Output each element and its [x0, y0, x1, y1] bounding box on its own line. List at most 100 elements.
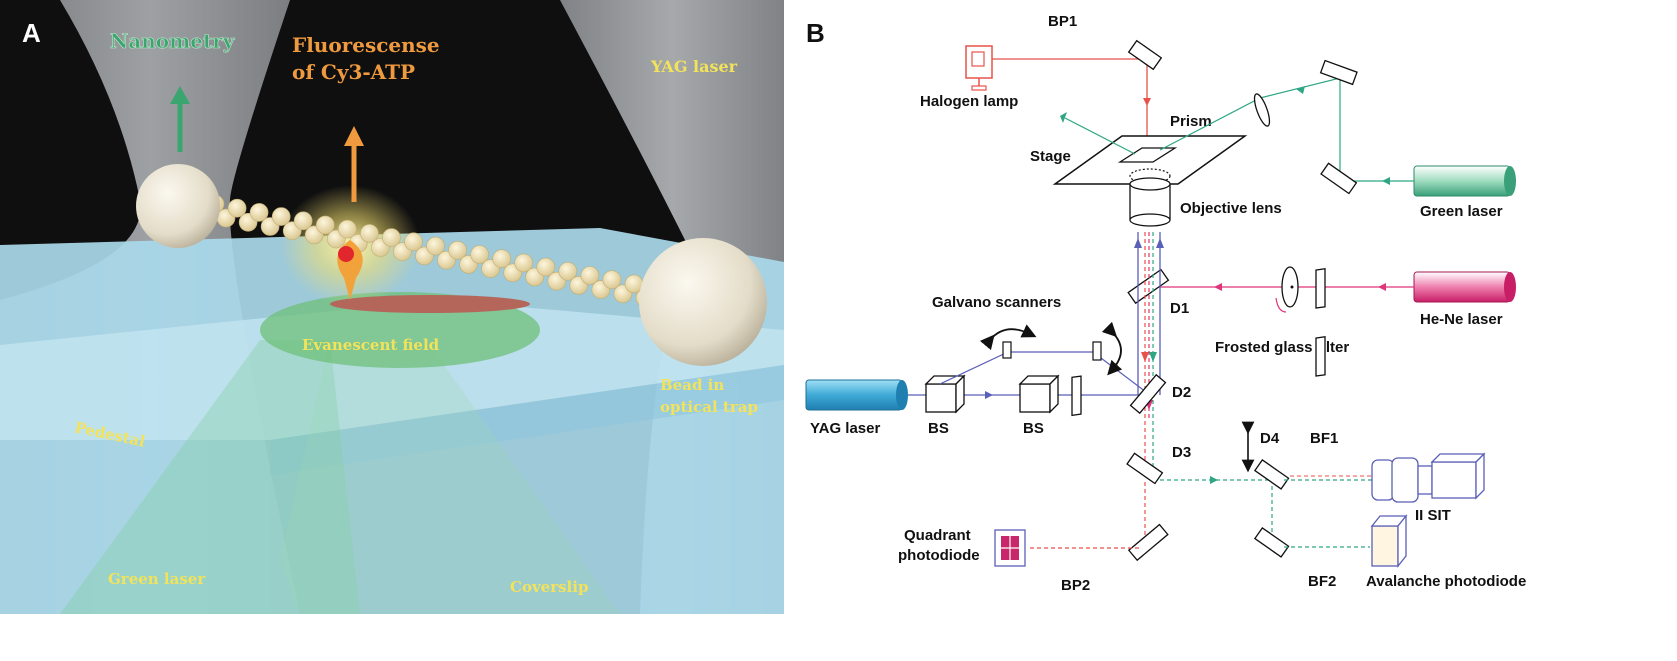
ii-sit-camera-icon [1371, 452, 1486, 503]
bs2-cube [1018, 374, 1060, 414]
right-bead [639, 238, 767, 366]
nanometry-label: Nanometry [110, 29, 236, 53]
actin-monomer [315, 215, 335, 235]
quadrant-label-2: photodiode [898, 547, 980, 564]
bead-label-1: Bead in [660, 376, 724, 394]
d2-mirror [1129, 373, 1167, 415]
hene-arrow-1 [1378, 283, 1386, 291]
green-laser-end [1504, 166, 1516, 196]
green-laser-body [1413, 165, 1511, 197]
frosted-glass-filter [1281, 266, 1299, 308]
bf2-filter [1315, 336, 1326, 377]
blue-up-arrow-1 [1134, 238, 1142, 248]
fluorescence-arrowhead [344, 126, 364, 146]
bp2-filter [1071, 375, 1082, 417]
actin-monomer [470, 245, 489, 264]
galvano-scanners-label: Galvano scanners [932, 294, 1061, 311]
panel-a-letter: A [22, 18, 41, 48]
bp1-label: BP1 [1048, 13, 1077, 30]
avalanche-photodiode-icon [1370, 514, 1408, 568]
bf1-filter [1315, 268, 1326, 309]
bf2-label: BF2 [1308, 573, 1336, 590]
actin-monomer [492, 249, 512, 269]
green-mirror-bottom [1320, 162, 1358, 195]
bs1-label: BS [928, 420, 949, 437]
actin-monomer [580, 266, 600, 285]
d3-label: D3 [1172, 444, 1191, 461]
bp2-label: BP2 [1061, 577, 1090, 594]
bead-label-2: optical trap [660, 398, 758, 416]
d4-label: D4 [1260, 430, 1280, 447]
actin-monomer [448, 241, 467, 260]
objective-lens [1129, 168, 1171, 227]
fluorescence-label-2: of Cy3-ATP [292, 60, 415, 84]
cy3-dot [338, 246, 354, 262]
galvano-rotation-1 [979, 324, 1037, 351]
actin-monomer [404, 232, 423, 252]
green-down-arrow [1149, 352, 1157, 362]
halogen-arrow [1143, 98, 1151, 106]
galvano-mirror-2 [1092, 341, 1102, 361]
green-to-d4-arrow [1210, 476, 1218, 484]
red-down-arrow [1141, 352, 1149, 362]
actin-monomer [293, 211, 313, 231]
ii-sit-label: II SIT [1415, 507, 1451, 524]
yag-laser-label: YAG laser [650, 57, 738, 76]
bf1-label: BF1 [1310, 430, 1338, 447]
actin-monomer [514, 253, 534, 273]
frosted-rotation [1275, 297, 1287, 313]
lower-mirror [1253, 527, 1290, 558]
yag-laser-end [896, 380, 908, 410]
quadrant-label-1: Quadrant [904, 527, 971, 544]
actin-monomer [382, 228, 401, 247]
evanescent-field-label: Evanescent field [302, 336, 440, 354]
avalanche-photodiode-label: Avalanche photodiode [1366, 573, 1526, 590]
d1-label: D1 [1170, 300, 1189, 317]
yag-laser-body [805, 379, 903, 411]
prism [1117, 147, 1178, 163]
halogen-mirror [1127, 39, 1163, 71]
yag-arrow [985, 391, 993, 399]
actin-monomer [360, 224, 379, 243]
green-out-arrow [1060, 112, 1067, 123]
d2-label: D2 [1172, 384, 1191, 401]
actin-monomer [227, 198, 247, 218]
actin-monomer [249, 203, 269, 222]
green-laser-beam [60, 340, 360, 614]
hene-laser-body [1413, 271, 1511, 303]
bs2-label: BS [1023, 420, 1044, 437]
frosted-center [1290, 285, 1294, 289]
nanometry-arrowhead [170, 86, 190, 104]
galvano-rotation-2 [1101, 321, 1123, 376]
green-laser-label: Green laser [1420, 203, 1503, 220]
myosin-filament [330, 295, 530, 313]
quadrant-photodiode-icon [994, 529, 1026, 567]
actin-monomer [602, 270, 622, 290]
panel-b-letter: B [806, 18, 825, 48]
green-lens [1253, 93, 1271, 127]
halogen-lamp-icon [965, 45, 993, 91]
hene-laser-end [1504, 272, 1516, 302]
fluorescence-label-1: Fluorescense [292, 33, 440, 57]
stage-label: Stage [1030, 148, 1071, 165]
green-out-beam [1064, 117, 1136, 155]
prism-label: Prism [1170, 113, 1212, 130]
objective-lens-label: Objective lens [1180, 200, 1282, 217]
green-laser-beam-2 [280, 340, 620, 614]
actin-monomer [271, 207, 291, 226]
bs1-cube [924, 374, 966, 414]
green-beam-arrow-1 [1382, 177, 1390, 185]
frosted-glass-label: Frosted glass filter [1215, 339, 1349, 356]
actin-monomer [426, 236, 445, 256]
galvano-mirror-1 [1002, 341, 1012, 359]
green-mirror-top [1319, 59, 1358, 86]
actin-monomer [558, 261, 578, 281]
pedestal-edge [270, 365, 784, 475]
pedestal-top [0, 300, 784, 440]
d4-mirror [1253, 459, 1290, 490]
left-bead [136, 164, 220, 248]
actin-monomer [536, 257, 556, 277]
hene-arrow-2 [1214, 283, 1222, 291]
panel-b: B BP1 Halogen lamp Stage Prism Objective [805, 13, 1526, 594]
